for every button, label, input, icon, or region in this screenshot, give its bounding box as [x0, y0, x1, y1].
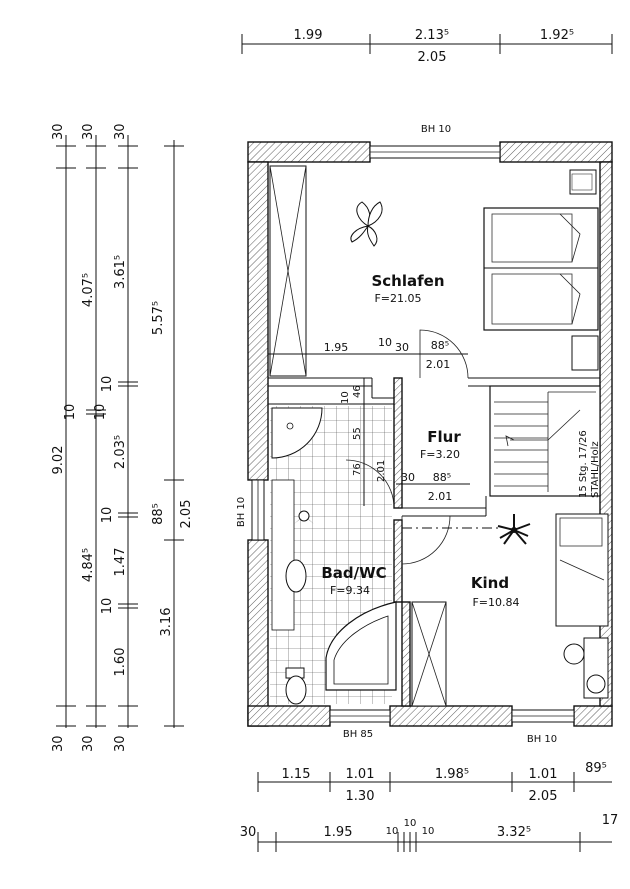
room-name-kind: Kind — [471, 574, 509, 592]
bottom-dim-4: 1.01 — [529, 767, 558, 782]
bh-left-label: BH 10 — [236, 497, 247, 527]
left-dimension-chains: 30 30 30 30 30 30 9.02 10 4.07⁵ 10 4.84⁵… — [51, 123, 194, 752]
bottom-dim-2: 1.01 — [346, 767, 375, 782]
bottom-dim-r3-2: 1.95 — [324, 825, 353, 840]
left-bottom-mark-3: 30 — [113, 735, 128, 752]
inner-dim-30b: 30 — [401, 471, 415, 484]
inner-dim-76: 76 — [352, 463, 363, 476]
plant-icon-schlafen — [350, 201, 383, 247]
room-name-bad: Bad/WC — [321, 564, 386, 582]
inner-dim-201a: 2.01 — [426, 358, 451, 371]
left-dim-total: 9.02 — [51, 446, 66, 475]
bathroom — [270, 406, 397, 705]
left-top-mark-1: 30 — [51, 123, 66, 140]
top-dimension-chain: 1.99 2.13⁵ 1.92⁵ 2.05 — [241, 28, 613, 65]
left-top-mark-3: 30 — [113, 123, 128, 140]
left-dim-col1-10: 10 — [63, 404, 78, 421]
top-dim-row2: 2.05 — [418, 50, 447, 65]
bottom-dimension-chains: 1.15 1.01 1.98⁵ 1.01 89⁵ 1.30 2.05 30 1.… — [240, 761, 619, 852]
bottom-dim-r3-4: 10 — [404, 818, 417, 829]
top-dim-3: 1.92⁵ — [540, 28, 574, 43]
inner-dim-195: 1.95 — [324, 341, 349, 354]
inner-dimensions: 1.95 10 30 88⁵ 2.01 10 46 55 76 2.01 30 … — [268, 336, 470, 506]
room-name-schlafen: Schlafen — [371, 272, 444, 290]
bottom-dim-3: 1.98⁵ — [435, 767, 469, 782]
left-dim-col2-lower: 4.84⁵ — [81, 548, 96, 582]
room-area-flur: F=3.20 — [420, 448, 460, 461]
bottom-dim-5: 89⁵ — [585, 761, 607, 776]
bh-top-label: BH 10 — [421, 124, 451, 135]
left-dim-col4-d: 3.16 — [159, 608, 174, 637]
left-dim-col4-c: 2.05 — [179, 500, 194, 529]
room-area-schlafen: F=21.05 — [374, 292, 421, 305]
kind-furniture — [401, 513, 609, 699]
bottom-dim-row2-1: 1.30 — [346, 789, 375, 804]
inner-dim-30a: 30 — [395, 341, 409, 354]
bottom-dim-r3-5: 10 — [422, 826, 435, 837]
inner-dim-201b: 2.01 — [428, 490, 453, 503]
inner-dim-10b: 10 — [340, 391, 351, 404]
plant-icon-kind — [497, 514, 531, 545]
bh-bottom-left-label: BH 85 — [343, 729, 373, 740]
plant-icon-bad — [292, 510, 316, 524]
left-bottom-mark-1: 30 — [51, 735, 66, 752]
staircase: 15 Stg. 17/26 STAHL/Holz — [494, 391, 601, 498]
left-dim-col3-10a: 10 — [100, 376, 115, 393]
inner-walls — [268, 377, 601, 707]
left-dim-col2-10: 10 — [93, 404, 108, 421]
inner-dim-55: 55 — [352, 427, 363, 440]
top-dim-2: 2.13⁵ — [415, 28, 449, 43]
bottom-dim-r3-3: 10 — [386, 826, 399, 837]
left-dim-col2-upper: 4.07⁵ — [81, 273, 96, 307]
bottom-dim-1: 1.15 — [282, 767, 311, 782]
left-dim-col4-a: 5.57⁵ — [151, 301, 166, 335]
inner-dim-10a: 10 — [378, 336, 392, 349]
room-name-flur: Flur — [427, 428, 461, 446]
inner-dim-885b: 88⁵ — [433, 471, 451, 484]
bh-bottom-right-label: BH 10 — [527, 734, 557, 745]
left-dim-col3-a: 3.61⁵ — [113, 255, 128, 289]
left-dim-col3-b: 2.03⁵ — [113, 435, 128, 469]
inner-dim-46: 46 — [352, 385, 363, 398]
stair-label-1: 15 Stg. 17/26 — [578, 430, 589, 498]
bottom-dim-row2-2: 2.05 — [529, 789, 558, 804]
left-dim-col3-d: 1.60 — [113, 648, 128, 677]
inner-dim-201v: 2.01 — [376, 460, 387, 482]
bottom-dim-r3-6: 3.32⁵ — [497, 825, 531, 840]
stair-label-2: STAHL/Holz — [590, 441, 601, 498]
bottom-dim-r3-7: 17 — [602, 813, 619, 828]
left-dim-col3-10b: 10 — [100, 507, 115, 524]
inner-dim-885a: 88⁵ — [431, 339, 449, 352]
room-area-kind: F=10.84 — [472, 596, 519, 609]
bottom-dim-r3-1: 30 — [240, 825, 257, 840]
left-dim-col4-b: 88⁵ — [151, 503, 166, 525]
left-top-mark-2: 30 — [81, 123, 96, 140]
room-area-bad: F=9.34 — [330, 584, 370, 597]
left-dim-col3-10c: 10 — [100, 598, 115, 615]
left-bottom-mark-2: 30 — [81, 735, 96, 752]
schlafen-furniture — [269, 165, 599, 379]
left-dim-col3-c: 1.47 — [113, 548, 128, 577]
top-dim-1: 1.99 — [294, 28, 323, 43]
